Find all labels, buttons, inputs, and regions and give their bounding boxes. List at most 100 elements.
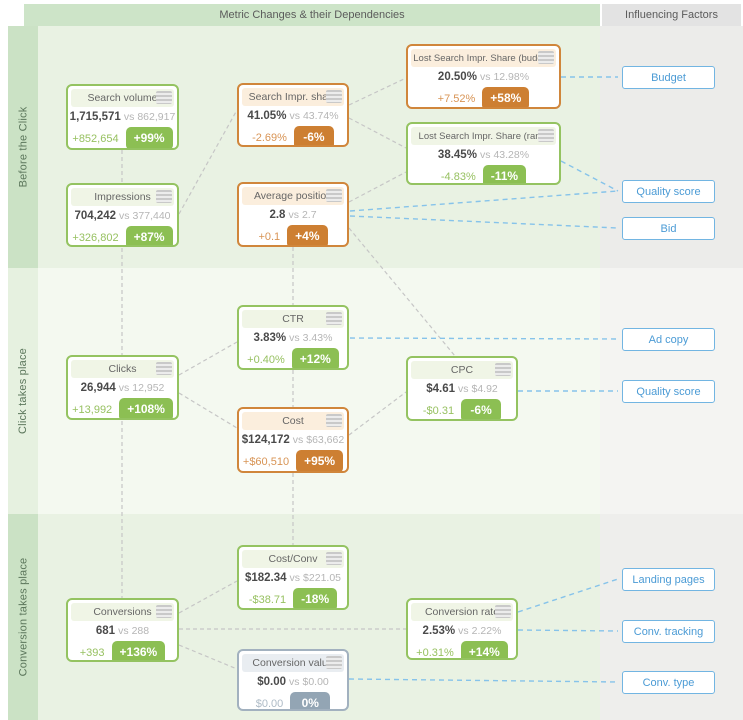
- delta-value: +7.52%: [437, 92, 476, 105]
- card-title: Lost Search Impr. Share (rank): [418, 130, 549, 142]
- metric-card-search-volume[interactable]: Search volume 1,715,571 vs 862,917 +852,…: [66, 84, 179, 150]
- delta-value: $0.00: [255, 697, 284, 710]
- card-values: 20.50% vs 12.98%: [408, 70, 559, 84]
- previous-value: 862,917: [137, 111, 176, 123]
- card-values: 38.45% vs 43.28%: [408, 148, 559, 162]
- details-icon[interactable]: [326, 312, 342, 325]
- percent-badge: +136%: [111, 641, 166, 660]
- factor-conv-tracking[interactable]: Conv. tracking: [622, 620, 715, 643]
- current-value: 2.53%: [422, 625, 456, 637]
- factor-landing-pages[interactable]: Landing pages: [622, 568, 715, 591]
- card-values: 2.8 vs 2.7: [239, 208, 347, 222]
- card-header: Search volume: [71, 89, 174, 107]
- details-icon[interactable]: [326, 90, 342, 103]
- metric-card-ctr[interactable]: CTR 3.83% vs 3.43% +0.40% +12%: [237, 305, 349, 370]
- factor-conv-type[interactable]: Conv. type: [622, 671, 715, 694]
- details-icon[interactable]: [156, 91, 172, 104]
- delta-value: +326,802: [72, 231, 119, 244]
- metric-card-search-impr-share[interactable]: Search Impr. share 41.05% vs 43.74% -2.6…: [237, 83, 349, 147]
- current-value: 681: [95, 625, 116, 637]
- band-label-click-takes-place: Click takes place: [17, 348, 29, 434]
- previous-value: 12,952: [132, 382, 165, 394]
- delta-value: +13,992: [72, 403, 113, 416]
- metric-card-cost-conv[interactable]: Cost/Conv $182.34 vs $221.05 -$38.71 -18…: [237, 545, 349, 610]
- delta-value: -$0.31: [422, 404, 455, 417]
- metric-card-clicks[interactable]: Clicks 26,944 vs 12,952 +13,992 +108%: [66, 355, 179, 420]
- influencing-factors-label: Influencing Factors: [625, 9, 718, 21]
- metric-card-cost[interactable]: Cost $124,172 vs $63,662 +$60,510 +95%: [237, 407, 349, 473]
- details-icon[interactable]: [495, 363, 511, 376]
- percent-badge: +58%: [482, 87, 530, 107]
- card-delta-row: +0.31% +14%: [408, 641, 516, 658]
- current-value: $4.61: [426, 383, 455, 395]
- percent-badge: 0%: [290, 692, 331, 709]
- percent-badge: -6%: [293, 126, 334, 145]
- details-icon[interactable]: [156, 605, 172, 618]
- factor-budget[interactable]: Budget: [622, 66, 715, 89]
- previous-value: 43.74%: [302, 110, 339, 122]
- card-delta-row: -$0.31 -6%: [408, 399, 516, 419]
- current-value: 3.83%: [253, 332, 287, 344]
- card-delta-row: +0.1 +4%: [239, 225, 347, 245]
- delta-value: +0.40%: [247, 353, 285, 366]
- metric-card-average-position[interactable]: Average position 2.8 vs 2.7 +0.1 +4%: [237, 182, 349, 247]
- current-value: $182.34: [244, 572, 287, 584]
- card-title: Cost/Conv: [268, 553, 318, 565]
- card-header: Clicks: [71, 360, 174, 378]
- vs-label: vs: [458, 625, 469, 637]
- card-delta-row: +7.52% +58%: [408, 87, 559, 107]
- details-icon[interactable]: [326, 414, 342, 427]
- details-icon[interactable]: [156, 362, 172, 375]
- details-icon[interactable]: [326, 552, 342, 565]
- card-title: CPC: [450, 364, 474, 376]
- card-title: Search volume: [87, 92, 158, 104]
- influencing-factors-header: Influencing Factors: [602, 4, 741, 26]
- vs-label: vs: [118, 625, 129, 637]
- percent-badge: -18%: [293, 588, 338, 608]
- previous-value: 3.43%: [302, 332, 333, 344]
- details-icon[interactable]: [326, 189, 342, 202]
- details-icon[interactable]: [326, 656, 342, 669]
- metric-card-conversions[interactable]: Conversions 681 vs 288 +393 +136%: [66, 598, 179, 662]
- card-values: 681 vs 288: [68, 624, 177, 638]
- card-delta-row: +326,802 +87%: [68, 226, 177, 245]
- percent-badge: +12%: [291, 348, 339, 368]
- metric-card-cpc[interactable]: CPC $4.61 vs $4.92 -$0.31 -6%: [406, 356, 518, 421]
- metric-card-lost-search-impr-share-rank[interactable]: Lost Search Impr. Share (rank) 38.45% vs…: [406, 122, 561, 185]
- factor-quality-score-2[interactable]: Quality score: [622, 380, 715, 403]
- previous-value: 12.98%: [493, 71, 530, 83]
- current-value: 1,715,571: [69, 111, 121, 123]
- details-icon[interactable]: [156, 190, 172, 203]
- card-title: Cost: [282, 415, 304, 427]
- percent-badge: +87%: [125, 226, 173, 245]
- details-icon[interactable]: [538, 51, 554, 64]
- previous-value: 2.7: [301, 209, 317, 221]
- factor-ad-copy[interactable]: Ad copy: [622, 328, 715, 351]
- delta-value: -4.83%: [440, 170, 476, 183]
- metric-card-conversion-value[interactable]: Conversion value $0.00 vs $0.00 $0.00 0%: [237, 649, 349, 711]
- card-values: $4.61 vs $4.92: [408, 382, 516, 396]
- percent-badge: +14%: [460, 641, 508, 658]
- card-delta-row: -$38.71 -18%: [239, 588, 347, 608]
- card-title: Conversions: [93, 606, 152, 618]
- card-title: CTR: [282, 313, 304, 325]
- details-icon[interactable]: [538, 129, 554, 142]
- metric-card-lost-search-impr-share-budget[interactable]: Lost Search Impr. Share (budget) 20.50% …: [406, 44, 561, 109]
- current-value: 2.8: [269, 209, 286, 221]
- card-values: $124,172 vs $63,662: [239, 433, 347, 447]
- card-title: Lost Search Impr. Share (budget): [413, 52, 554, 64]
- metric-card-impressions[interactable]: Impressions 704,242 vs 377,440 +326,802 …: [66, 183, 179, 247]
- previous-value: 43.28%: [493, 149, 530, 161]
- card-values: 2.53% vs 2.22%: [408, 624, 516, 638]
- previous-value: $0.00: [302, 676, 329, 688]
- metric-card-conversion-rate[interactable]: Conversion rate 2.53% vs 2.22% +0.31% +1…: [406, 598, 518, 660]
- factor-bid[interactable]: Bid: [622, 217, 715, 240]
- percent-badge: +99%: [125, 127, 173, 148]
- factor-quality-score[interactable]: Quality score: [622, 180, 715, 203]
- details-icon[interactable]: [495, 605, 511, 618]
- band-strip-before-click: [8, 26, 38, 268]
- vs-label: vs: [289, 332, 300, 344]
- vs-label: vs: [479, 149, 491, 161]
- card-delta-row: -4.83% -11%: [408, 165, 559, 183]
